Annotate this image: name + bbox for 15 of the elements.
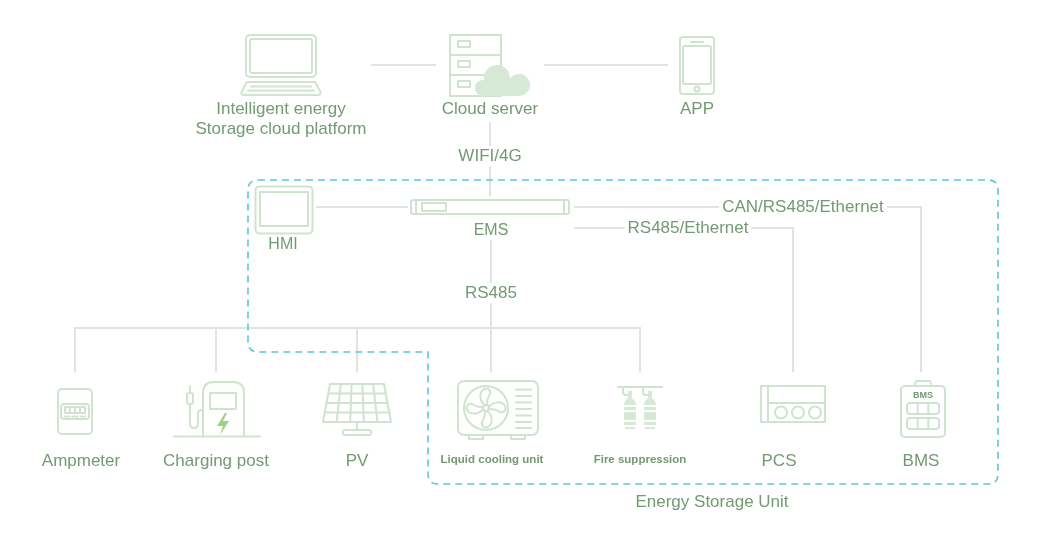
node-label: HMI [268,235,298,254]
node-label: Fire suppression [593,453,687,467]
node-label: Charging post [163,451,269,471]
node-label: PV [345,451,369,471]
node-label: EMS [473,221,509,240]
node-label: Ampmeter [41,451,121,471]
node-label: Intelligent energy Storage cloud platform [194,99,368,139]
node-label: Cloud server [441,99,539,119]
connector-line [490,327,641,373]
group-label: Energy Storage Unit [635,492,789,512]
node-label: APP [680,99,714,119]
node-label: BMS [902,451,940,471]
node-label: PCS [761,451,797,471]
node-label: Liquid cooling unit [440,453,544,467]
module-label: BMS [913,390,933,401]
